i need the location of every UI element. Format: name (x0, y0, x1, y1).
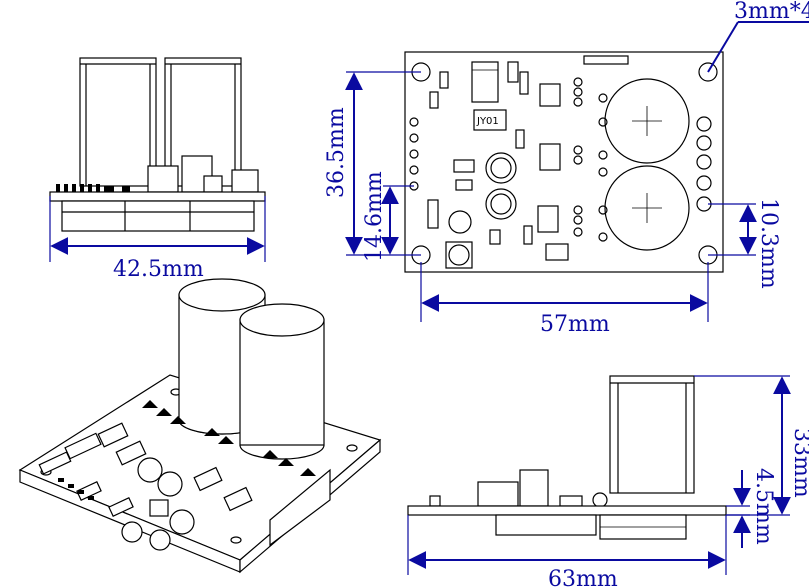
dimension-height-offset: 14.6mm (362, 171, 414, 262)
dimension-cap-height: 33mm (694, 375, 809, 516)
side-width-label: 42.5mm (113, 257, 204, 282)
dimension-hole-offset: 10.3mm (708, 198, 781, 289)
board-thickness-label: 4.5mm (751, 468, 776, 545)
cap-height-label: 33mm (789, 428, 809, 498)
dimension-side-width: 42.5mm (49, 196, 266, 282)
side-view-left (49, 57, 266, 232)
dimension-height-total: 36.5mm (324, 71, 421, 256)
dimension-board-thickness: 4.5mm (726, 468, 776, 548)
height-total-label: 36.5mm (324, 107, 349, 198)
side-view-front (407, 375, 727, 540)
chip-label: JY01 (476, 116, 499, 127)
perspective-view (18, 278, 382, 574)
hole-spec-label: 3mm*4 (734, 0, 809, 24)
hole-pitch-label: 57mm (540, 312, 610, 337)
top-view: JY01 (404, 51, 724, 273)
height-offset-label: 14.6mm (362, 171, 387, 262)
length-total-label: 63mm (548, 567, 618, 588)
hole-offset-label: 10.3mm (756, 198, 781, 289)
dimension-length-total: 63mm (407, 515, 727, 588)
dimension-hole-spec: 3mm*4 (707, 0, 809, 73)
dimension-hole-pitch: 57mm (420, 262, 709, 337)
